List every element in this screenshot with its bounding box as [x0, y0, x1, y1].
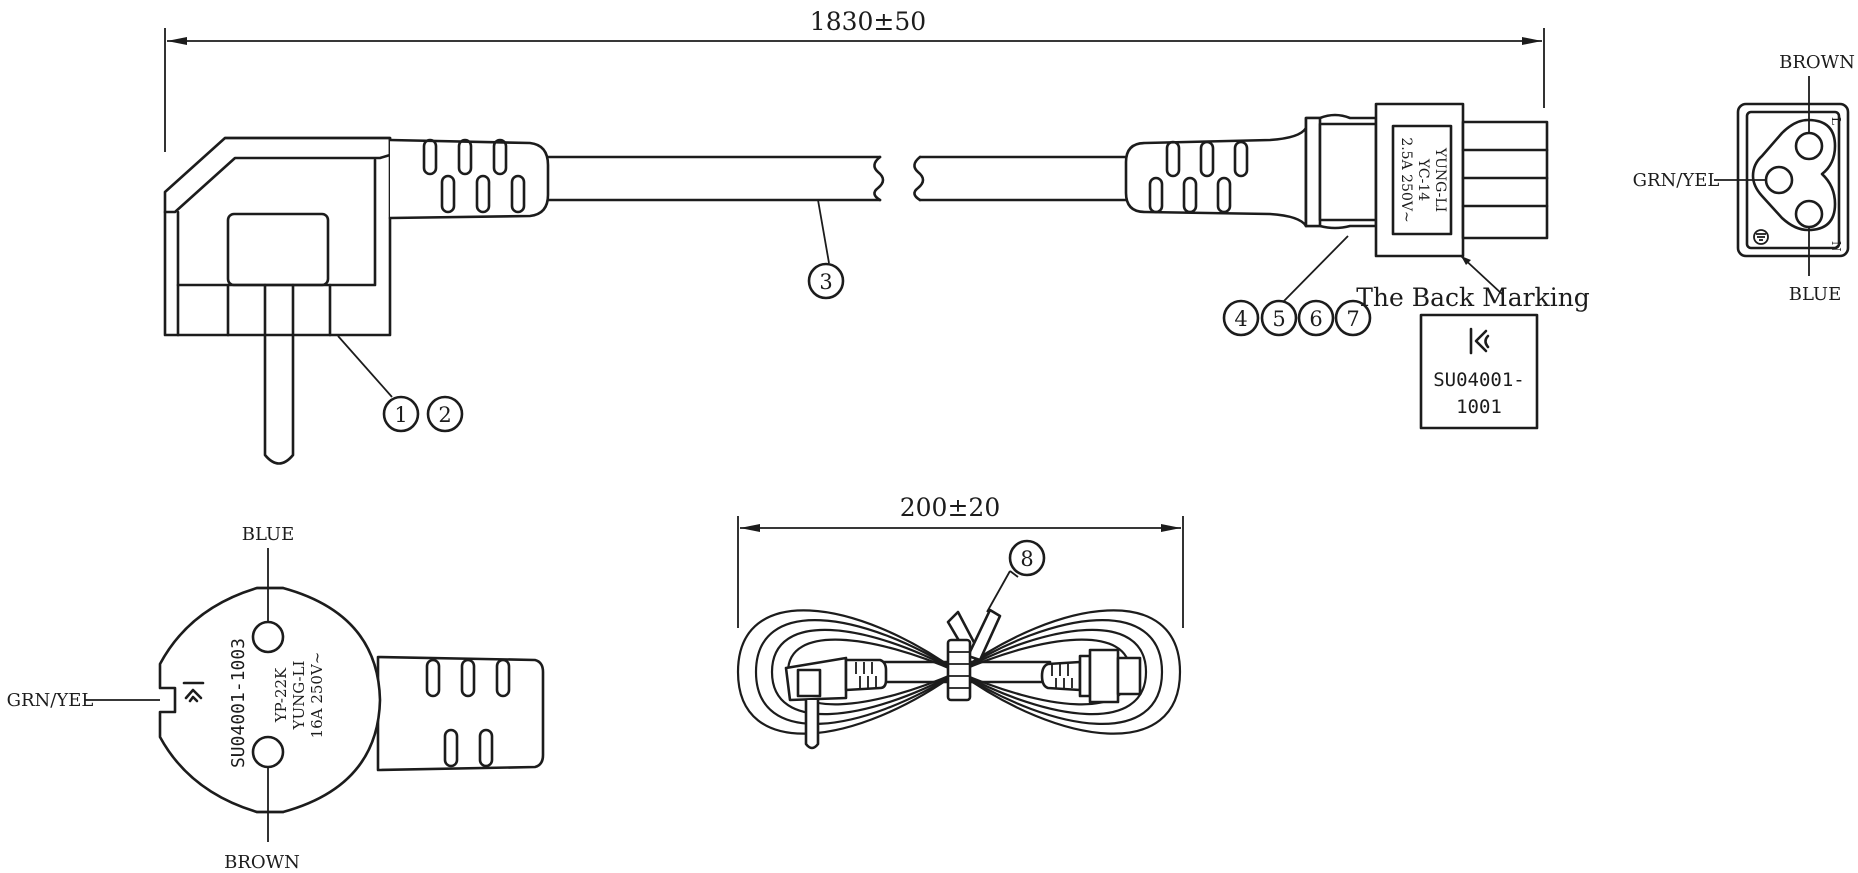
- callout-6: [1297, 299, 1335, 337]
- earth-symbol-icon: [1753, 229, 1769, 245]
- face-left-wire-label: GRN/YEL: [1633, 170, 1720, 191]
- plug-brand-text: YUNG-LI: [290, 660, 308, 730]
- connector-rating-text: 2.5A 250V~: [1398, 137, 1414, 222]
- svg-text:6: 6: [1309, 307, 1322, 331]
- pin-n-label: N: [1829, 241, 1843, 252]
- angled-plug: [163, 136, 550, 465]
- plug-top-wire-label: BLUE: [242, 524, 295, 545]
- plug-face: SU04001-1003 YP-22K YUNG-LI 16A 250V~ BL…: [7, 524, 545, 873]
- plug-cert-text: SU04001-1003: [228, 638, 249, 768]
- iec-connector: YUNG-LI YC-14 2.5A 250V~: [1124, 102, 1549, 295]
- plug-model-text: YP-22K: [272, 667, 290, 723]
- svg-text:4: 4: [1234, 307, 1247, 331]
- callouts: 1 2 3 4 5 6 7 8: [337, 199, 1372, 613]
- callout-7: [1334, 299, 1372, 337]
- bundle-length-label: 200±20: [900, 493, 1000, 522]
- svg-text:7: 7: [1346, 307, 1359, 331]
- cord-length-dimension: 1830±50: [164, 7, 1545, 152]
- face-top-wire-label: BROWN: [1779, 52, 1855, 73]
- coiled-cord: 200±20: [736, 493, 1184, 750]
- pin-l-label: L: [1829, 117, 1843, 125]
- back-marking-label: The Back Marking: [1356, 283, 1590, 312]
- callout-5: [1260, 299, 1298, 337]
- connector-face: L N BROWN GRN/YEL BLUE: [1633, 52, 1855, 305]
- svg-text:2: 2: [438, 403, 451, 427]
- plug-rating-text: 16A 250V~: [308, 652, 326, 739]
- callout-4: [1222, 299, 1260, 337]
- svg-text:8: 8: [1020, 547, 1033, 571]
- back-marking: The Back Marking SU04001- 1001: [1356, 283, 1590, 430]
- kc-mark-icon: [1469, 327, 1490, 355]
- back-marking-cert-line1: SU04001-: [1433, 369, 1525, 391]
- svg-text:1: 1: [394, 403, 407, 427]
- plug-left-wire-label: GRN/YEL: [7, 690, 94, 711]
- plug-kc-mark-icon: [182, 681, 205, 703]
- callout-2: [426, 395, 464, 433]
- svg-text:5: 5: [1272, 307, 1285, 331]
- face-bottom-wire-label: BLUE: [1789, 284, 1842, 305]
- callout-1: [382, 395, 420, 433]
- connector-model-text: YC-14: [1415, 158, 1431, 201]
- cable: [546, 155, 1128, 202]
- callout-3: [807, 262, 845, 300]
- back-marking-cert-line2: 1001: [1456, 396, 1502, 418]
- cord-length-label: 1830±50: [810, 7, 926, 36]
- svg-text:3: 3: [819, 270, 832, 294]
- plug-bottom-wire-label: BROWN: [224, 852, 300, 873]
- callout-8: [1008, 539, 1046, 577]
- connector-brand-text: YUNG-LI: [1432, 147, 1448, 212]
